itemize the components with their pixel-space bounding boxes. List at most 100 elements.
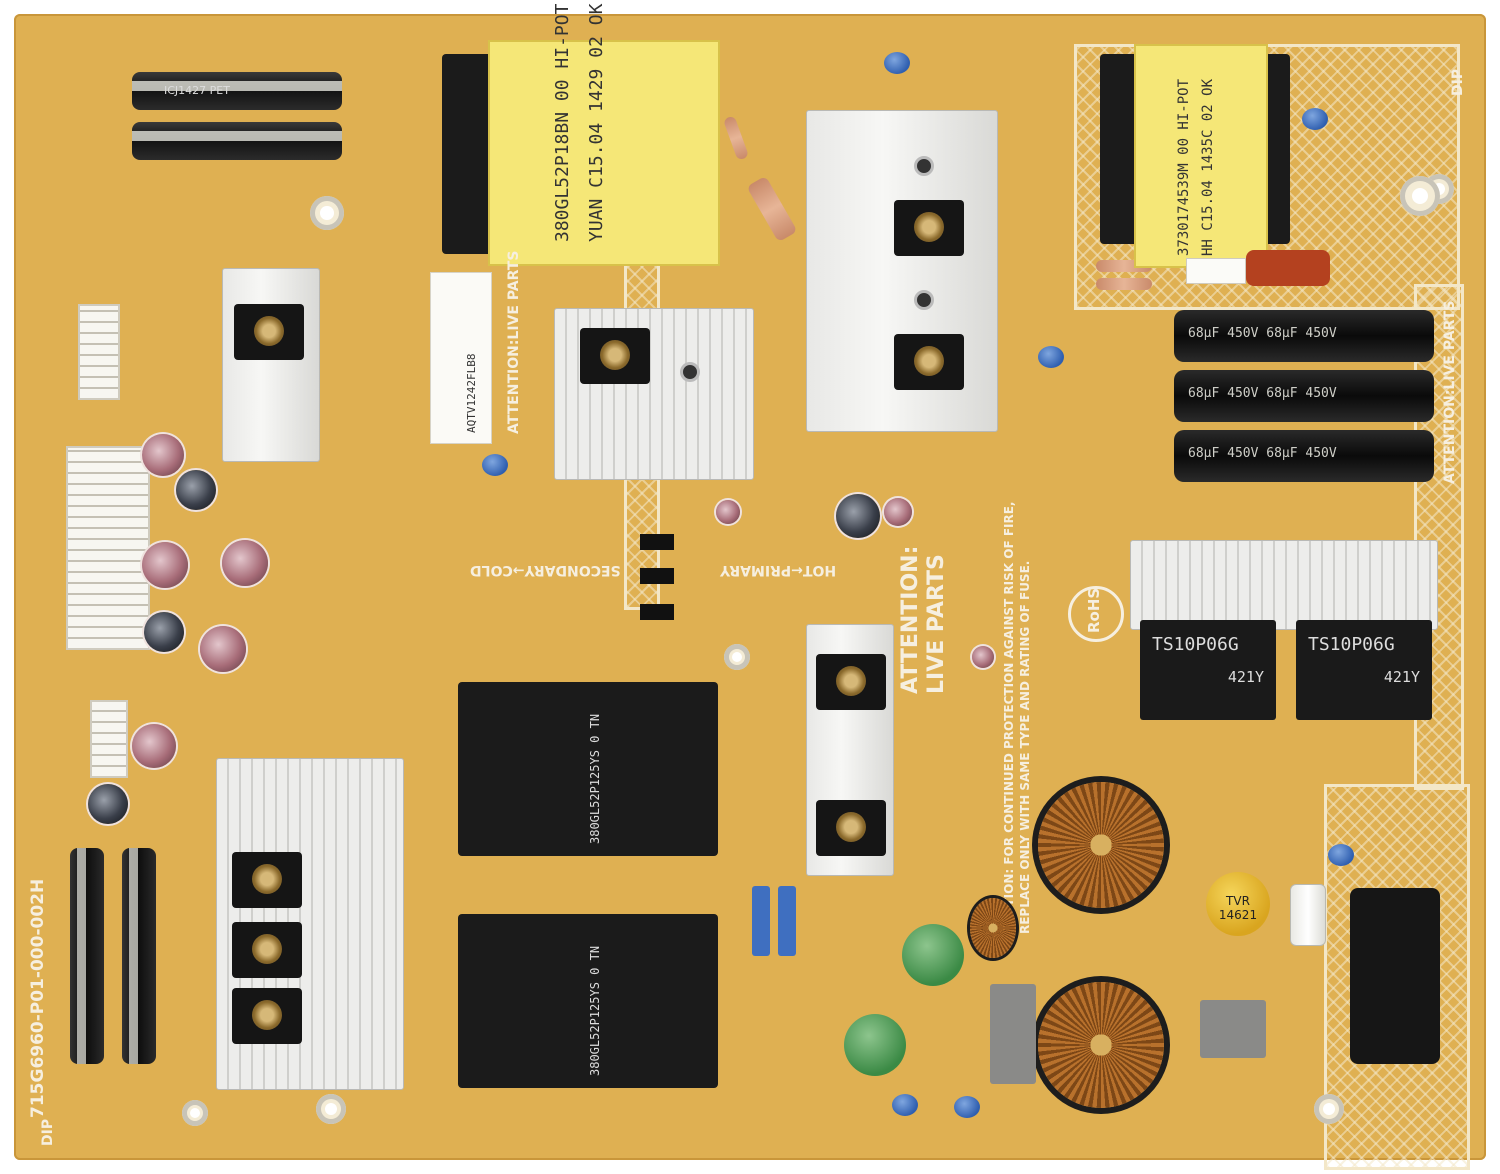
attention-warning-title: ATTENTION: bbox=[898, 545, 923, 694]
transformer-marking: 380GL52P125YS 0 TN bbox=[588, 945, 602, 1076]
x-capacitor bbox=[990, 984, 1036, 1084]
mounting-hole bbox=[724, 644, 750, 670]
board-part-number: 715G6960-P01-000-002H bbox=[28, 878, 48, 1118]
electrolytic-capacitor-small bbox=[142, 434, 184, 476]
electrolytic-capacitor bbox=[132, 72, 342, 110]
x-capacitor bbox=[1200, 1000, 1266, 1058]
ac-inlet-connector[interactable] bbox=[1350, 888, 1440, 1064]
common-mode-choke bbox=[1038, 782, 1164, 908]
transformer-marking: 380GL52P125YS 0 TN bbox=[588, 713, 602, 844]
electrolytic-capacitor-small bbox=[972, 646, 994, 668]
resistor bbox=[1096, 278, 1152, 290]
rectifier-diode bbox=[232, 852, 302, 908]
caution-text-line1: CAUTION: FOR CONTINUED PROTECTION AGAINS… bbox=[1002, 501, 1016, 934]
barcode-label: AQTV1242FLB8 bbox=[430, 272, 492, 444]
barcode-text: AQTV1242FLB8 bbox=[465, 353, 478, 433]
electrolytic-capacitor-small bbox=[132, 724, 176, 768]
electrolytic-capacitor-small bbox=[836, 494, 880, 538]
varistor-marking: TVR 14621 bbox=[1218, 894, 1258, 922]
y-capacitor bbox=[954, 1096, 980, 1118]
power-transistor bbox=[894, 200, 964, 256]
bridge-part-number: TS10P06G bbox=[1152, 634, 1239, 655]
rohs-text: RoHS bbox=[1085, 587, 1103, 633]
connector-cn9201[interactable] bbox=[90, 700, 128, 778]
electrolytic-capacitor-small bbox=[716, 500, 740, 524]
screw bbox=[680, 362, 700, 382]
film-capacitor-red bbox=[1246, 250, 1330, 286]
electrolytic-capacitor-small bbox=[142, 542, 188, 588]
transformer-marking: YUAN C15.04 1429 02 OK bbox=[586, 3, 607, 242]
thermistor bbox=[844, 1014, 906, 1076]
rectifier-diode bbox=[232, 988, 302, 1044]
y-capacitor bbox=[1302, 108, 1328, 130]
primary-label: HOT←PRIMARY bbox=[720, 562, 837, 578]
opto-coupler bbox=[640, 534, 674, 550]
electrolytic-capacitor-small bbox=[200, 626, 246, 672]
bridge-rectifier: TS10P06G 421Y bbox=[1140, 620, 1276, 720]
rohs-logo: RoHS bbox=[1068, 586, 1124, 642]
bulk-capacitor: 68µF 450V 68µF 450V bbox=[1174, 430, 1434, 482]
bridge-rectifier: TS10P06G 421Y bbox=[1296, 620, 1432, 720]
ground-lug bbox=[1400, 176, 1440, 216]
power-transistor bbox=[234, 304, 304, 360]
white-component bbox=[1186, 258, 1246, 284]
secondary-label: SECONDARY→COLD bbox=[470, 562, 621, 578]
bulk-capacitor: 68µF 450V 68µF 450V bbox=[1174, 310, 1434, 362]
varistor: TVR 14621 bbox=[1206, 872, 1270, 936]
bridge-date-code: 421Y bbox=[1383, 668, 1420, 686]
main-transformer: 380GL52P18BN 00 HI-POT YUAN C15.04 1429 … bbox=[488, 4, 720, 266]
bridge-part-number: TS10P06G bbox=[1308, 634, 1395, 655]
connector-cn9202[interactable] bbox=[66, 446, 150, 650]
electrolytic-capacitor-small bbox=[222, 540, 268, 586]
y-capacitor bbox=[1328, 844, 1354, 866]
caution-text-line2: REPLACE ONLY WITH SAME TYPE AND RATING O… bbox=[1018, 560, 1032, 934]
mounting-hole bbox=[316, 1094, 346, 1124]
mounting-hole bbox=[182, 1100, 208, 1126]
bulk-capacitor-marking: 68µF 450V 68µF 450V bbox=[1188, 326, 1337, 341]
bridge-date-code: 421Y bbox=[1227, 668, 1264, 686]
film-capacitor bbox=[752, 886, 770, 956]
opto-coupler bbox=[640, 568, 674, 584]
pcb-board: ICJ1427 PET 380GL52P18BN 00 HI-POT YUAN … bbox=[14, 4, 1486, 1170]
y-capacitor bbox=[884, 52, 910, 74]
thermistor bbox=[902, 924, 964, 986]
power-transistor bbox=[816, 654, 886, 710]
electrolytic-capacitor-small bbox=[884, 498, 912, 526]
screw bbox=[914, 156, 934, 176]
attention-live-parts-label: ATTENTION:LIVE PARTS bbox=[506, 250, 522, 434]
dip-marker-right: DIP bbox=[1450, 68, 1466, 96]
electrolytic-capacitor-small bbox=[176, 470, 216, 510]
connector-cn9101[interactable] bbox=[78, 304, 120, 400]
transformer-marking: HH C15.04 1435C 02 OK bbox=[1200, 78, 1216, 256]
heatsink-standby bbox=[222, 268, 320, 462]
fuse bbox=[1290, 884, 1326, 946]
y-capacitor bbox=[892, 1094, 918, 1116]
y-capacitor bbox=[482, 454, 508, 476]
transformer-lower bbox=[458, 914, 718, 1088]
transformer-marking: 3730174539M 00 HI-POT bbox=[1176, 78, 1192, 256]
screw bbox=[914, 290, 934, 310]
live-parts-warning: LIVE PARTS bbox=[924, 554, 949, 694]
resistor bbox=[746, 175, 798, 243]
transformer-lower bbox=[458, 682, 718, 856]
electrolytic-capacitor-small bbox=[88, 784, 128, 824]
output-capacitor bbox=[122, 848, 156, 1064]
dip-marker-left: DIP bbox=[40, 1118, 56, 1146]
output-capacitor bbox=[70, 848, 104, 1064]
heatsink-bridge bbox=[1130, 540, 1438, 630]
film-capacitor bbox=[778, 886, 796, 956]
resistor bbox=[722, 115, 750, 161]
transformer-marking: 380GL52P18BN 00 HI-POT bbox=[552, 3, 573, 242]
power-transistor bbox=[894, 334, 964, 390]
standby-transformer: 3730174539M 00 HI-POT HH C15.04 1435C 02… bbox=[1134, 44, 1268, 268]
attention-live-parts-label-right: ATTENTION:LIVE PARTS bbox=[1442, 300, 1458, 484]
common-mode-choke bbox=[1038, 982, 1164, 1108]
y-capacitor bbox=[1038, 346, 1064, 368]
opto-coupler bbox=[640, 604, 674, 620]
mounting-hole bbox=[310, 196, 344, 230]
bulk-capacitor-marking: 68µF 450V 68µF 450V bbox=[1188, 446, 1337, 461]
capacitor-marking: ICJ1427 PET bbox=[164, 84, 230, 97]
rectifier-diode bbox=[232, 922, 302, 978]
electrolytic-capacitor-small bbox=[144, 612, 184, 652]
power-transistor bbox=[580, 328, 650, 384]
